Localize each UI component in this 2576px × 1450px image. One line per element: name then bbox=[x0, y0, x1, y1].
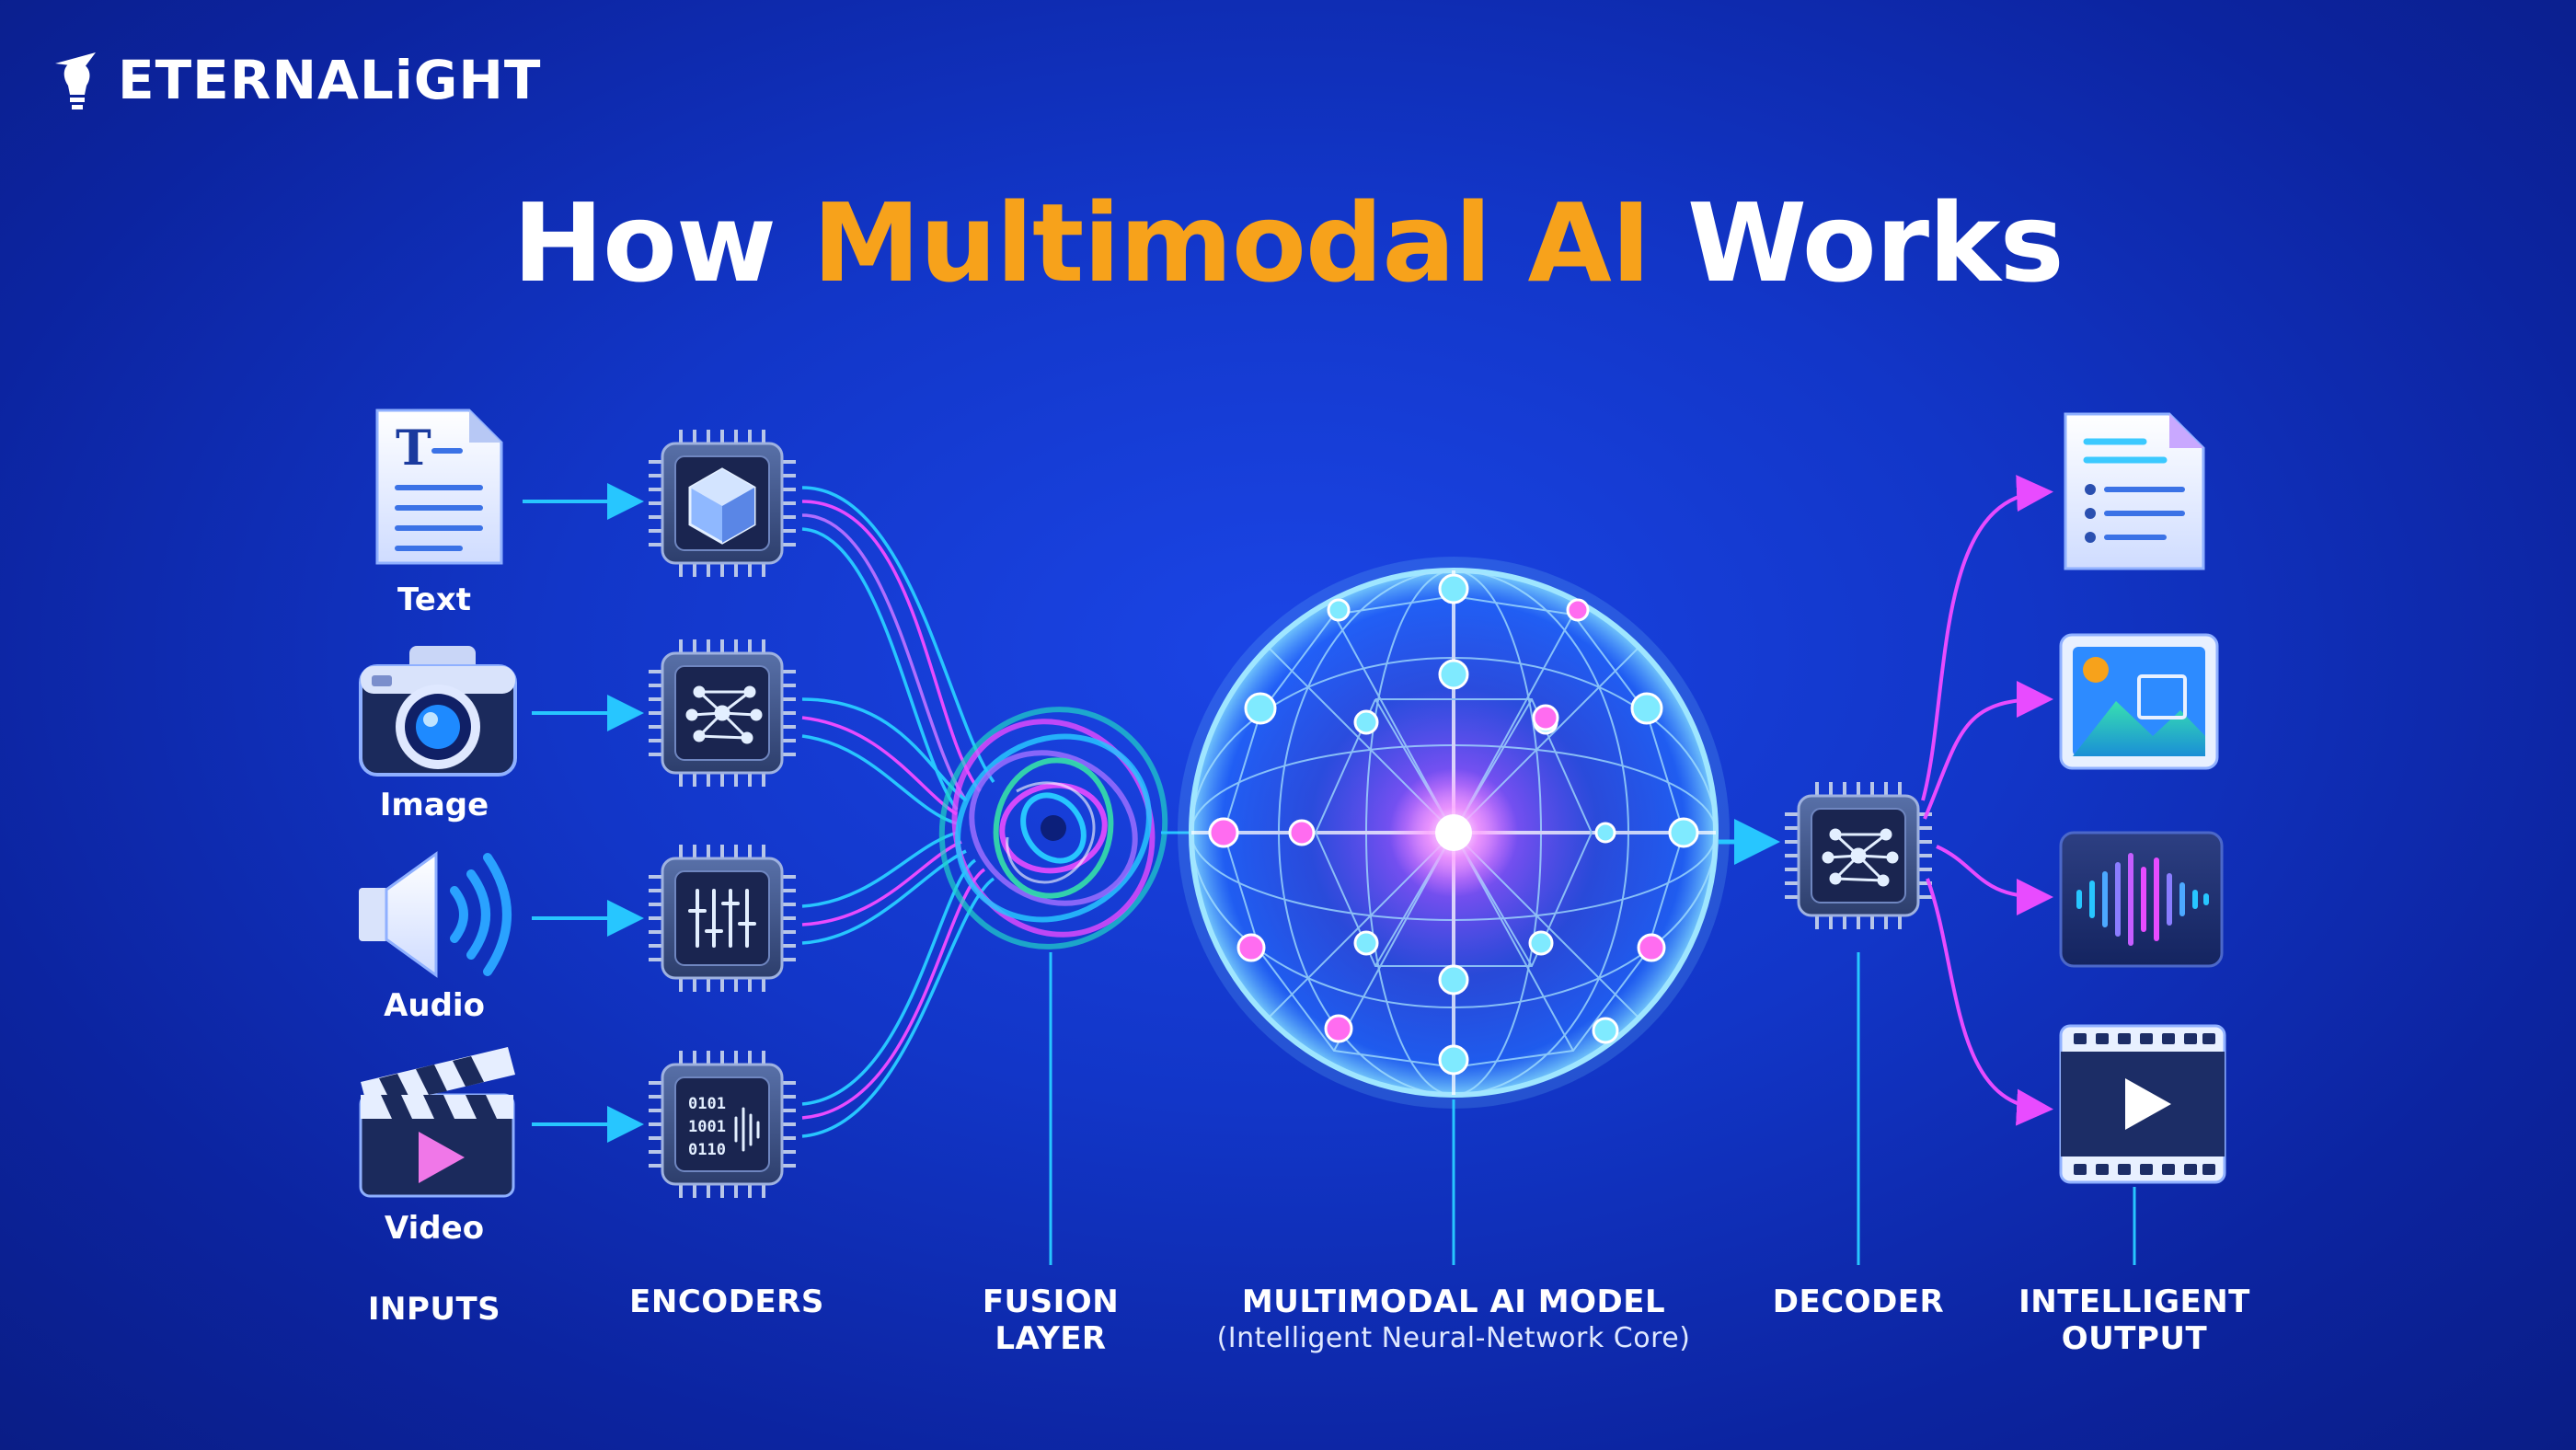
speaker-icon bbox=[359, 851, 512, 978]
title-suffix: Works bbox=[1686, 179, 2064, 306]
decoder-to-output-arrows bbox=[1921, 475, 2053, 1126]
model-label: MULTIMODAL AI MODEL bbox=[1241, 1283, 1666, 1320]
cube-chip-icon bbox=[688, 467, 756, 545]
svg-text:T: T bbox=[396, 420, 431, 477]
image-gallery-icon bbox=[2059, 633, 2219, 770]
network-chip-icon bbox=[685, 685, 763, 744]
input-label-video: Video bbox=[384, 1210, 485, 1247]
text-document-icon: T bbox=[375, 409, 503, 565]
encoder-chip-text bbox=[647, 428, 798, 579]
camera-icon bbox=[359, 646, 517, 777]
column-label-fusion: FUSION LAYER bbox=[940, 1283, 1161, 1357]
column-guide-lines bbox=[1049, 952, 2136, 1265]
network-chip-icon bbox=[1822, 828, 1899, 887]
video-play-icon bbox=[2059, 1024, 2226, 1184]
waveform-icon bbox=[2059, 831, 2224, 968]
binary-line-2: 1001 bbox=[688, 1118, 726, 1136]
binary-line-1: 0101 bbox=[688, 1095, 726, 1113]
binary-line-3: 0110 bbox=[688, 1141, 726, 1159]
input-label-text: Text bbox=[397, 581, 471, 618]
lightbulb-icon bbox=[55, 52, 96, 109]
brand-name: ETERNALiGHT bbox=[118, 49, 542, 111]
input-label-image: Image bbox=[379, 787, 489, 823]
output-label-line-1: INTELLIGENT bbox=[2018, 1283, 2250, 1320]
encoder-chip-video: 0101 1001 0110 bbox=[647, 1049, 798, 1200]
column-label-inputs: INPUTS bbox=[367, 1291, 501, 1328]
decoder-chip bbox=[1783, 780, 1934, 931]
equalizer-chip-icon bbox=[688, 889, 756, 948]
encoder-chip-image bbox=[647, 638, 798, 788]
page-title: How Multimodal AI Works bbox=[0, 179, 2576, 306]
column-label-decoder: DECODER bbox=[1772, 1283, 1945, 1320]
binary-chip-icon: 0101 1001 0110 bbox=[688, 1095, 760, 1159]
neural-network-sphere bbox=[1178, 557, 1730, 1109]
clapperboard-icon bbox=[359, 1047, 515, 1198]
column-label-model: MULTIMODAL AI MODEL (Intelligent Neural-… bbox=[1178, 1283, 1730, 1357]
encoder-to-fusion-curves bbox=[801, 486, 995, 1138]
brand-logo: ETERNALiGHT bbox=[48, 39, 541, 121]
column-label-output: INTELLIGENT OUTPUT bbox=[2006, 1283, 2263, 1357]
fusion-vortex bbox=[938, 707, 1168, 949]
list-document-icon bbox=[2064, 412, 2205, 570]
fusion-label-line-2: LAYER bbox=[995, 1320, 1107, 1357]
input-label-audio: Audio bbox=[384, 987, 485, 1024]
title-prefix: How bbox=[512, 179, 776, 306]
title-highlight: Multimodal AI bbox=[812, 179, 1651, 306]
fusion-label-line-1: FUSION bbox=[982, 1283, 1120, 1320]
column-label-encoders: ENCODERS bbox=[629, 1283, 824, 1320]
encoder-chip-audio bbox=[647, 843, 798, 994]
model-sublabel: (Intelligent Neural-Network Core) bbox=[1216, 1322, 1691, 1354]
output-label-line-2: OUTPUT bbox=[2061, 1320, 2208, 1357]
